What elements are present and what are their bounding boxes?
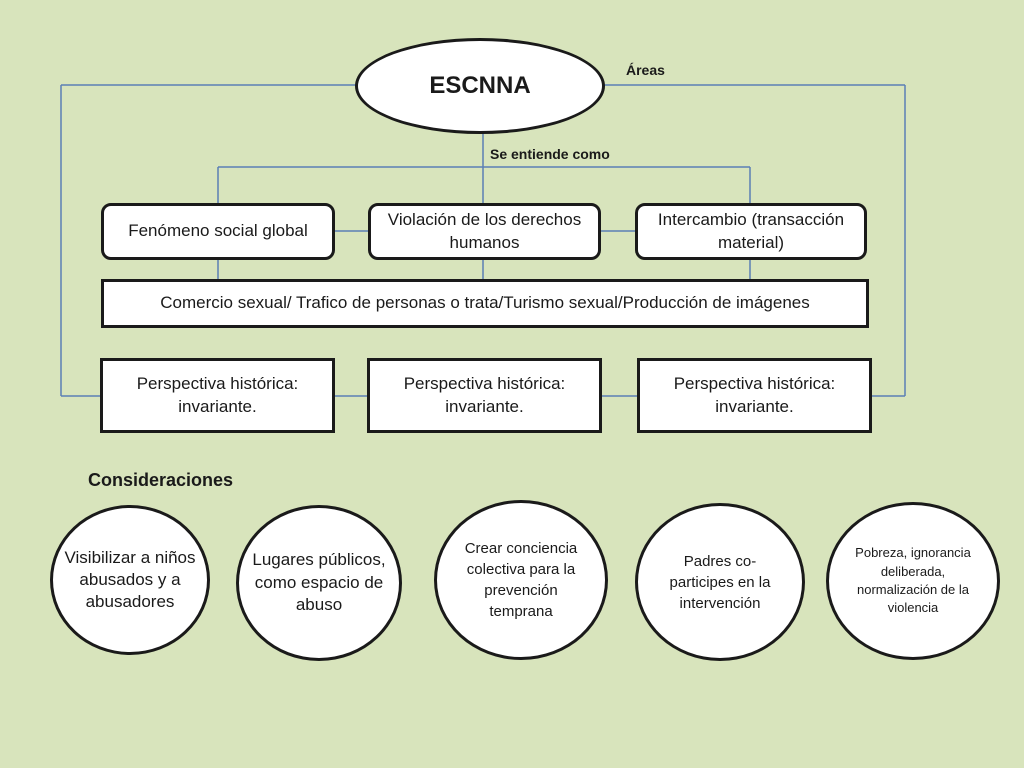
consideration-text: Visibilizar a niños abusados y a abusado… <box>64 548 196 611</box>
perspective-label: Perspectiva histórica: invariante. <box>136 374 299 416</box>
consideration-text: Pobreza, ignorancia deliberada, normaliz… <box>855 545 971 616</box>
concept-material-exchange: Intercambio (transacción material) <box>635 203 867 260</box>
considerations-heading: Consideraciones <box>88 470 234 490</box>
perspective-box-3: Perspectiva histórica: invariante. <box>637 358 872 433</box>
forms-label: Comercio sexual/ Trafico de personas o t… <box>160 293 810 313</box>
perspective-box-1: Perspectiva histórica: invariante. <box>100 358 335 433</box>
forms-of-exploitation-bar: Comercio sexual/ Trafico de personas o t… <box>101 279 869 328</box>
diagram-title: ESCNNA <box>429 72 531 99</box>
concept-social-phenomenon: Fenómeno social global <box>101 203 335 260</box>
perspective-label: Perspectiva histórica: invariante. <box>673 374 836 416</box>
concept-label: Violación de los derechos humanos <box>387 210 582 252</box>
concept-human-rights-violation: Violación de los derechos humanos <box>368 203 601 260</box>
consideration-text: Lugares públicos, como espacio de abuso <box>252 549 386 615</box>
consideration-circle-2: Lugares públicos, como espacio de abuso <box>236 505 402 661</box>
consideration-circle-5: Pobreza, ignorancia deliberada, normaliz… <box>826 502 1000 660</box>
consideration-circle-3: Crear conciencia colectiva para la preve… <box>434 500 608 660</box>
understood-as-label: Se entiende como <box>490 146 610 162</box>
consideration-text: Padres co-participes en la intervención <box>669 552 771 612</box>
concept-label: Intercambio (transacción material) <box>657 210 845 252</box>
consideration-circle-1: Visibilizar a niños abusados y a abusado… <box>50 505 210 655</box>
perspective-box-2: Perspectiva histórica: invariante. <box>367 358 602 433</box>
consideration-circle-4: Padres co-participes en la intervención <box>635 503 805 661</box>
escnna-title-node: ESCNNA <box>355 38 605 134</box>
areas-label: Áreas <box>626 62 665 78</box>
perspective-label: Perspectiva histórica: invariante. <box>403 374 566 416</box>
consideration-text: Crear conciencia colectiva para la preve… <box>464 540 578 620</box>
concept-label: Fenómeno social global <box>128 221 308 241</box>
